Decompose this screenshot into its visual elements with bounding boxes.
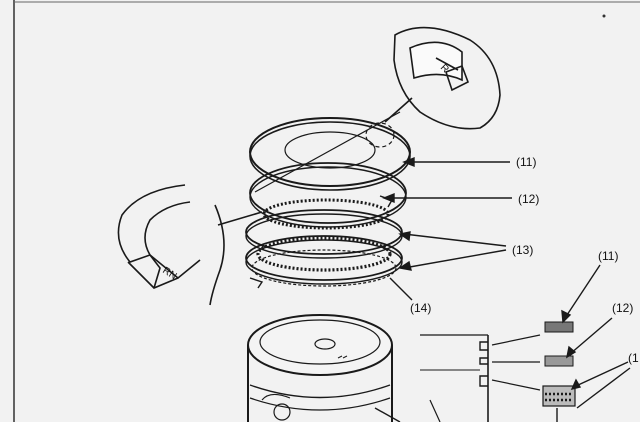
top-compression-ring	[249, 111, 411, 193]
callout-14: (14)	[410, 301, 431, 315]
ring-expander-coil	[262, 198, 390, 230]
piston	[247, 314, 401, 422]
top-ring-section	[544, 321, 574, 333]
callout-13: (13)	[512, 243, 533, 257]
callout-13-right: (1	[628, 351, 639, 365]
lower-expander-ring	[249, 249, 397, 289]
leader-lines	[382, 156, 512, 301]
piston-groove-section	[420, 334, 541, 422]
ring-section-samples	[542, 321, 576, 407]
callout-12: (12)	[518, 192, 539, 206]
top-ring-detail-inset	[384, 26, 501, 130]
second-ring-detail-inset	[117, 184, 263, 306]
callout-11: (11)	[516, 155, 536, 169]
right-leader-lines	[556, 264, 631, 422]
callout-12-right: (12)	[612, 301, 633, 315]
oil-ring-section	[542, 385, 576, 407]
callout-11-right: (11)	[598, 249, 618, 263]
corner-dot	[602, 14, 606, 18]
second-ring-section	[544, 355, 574, 367]
ring-stack	[245, 111, 411, 289]
